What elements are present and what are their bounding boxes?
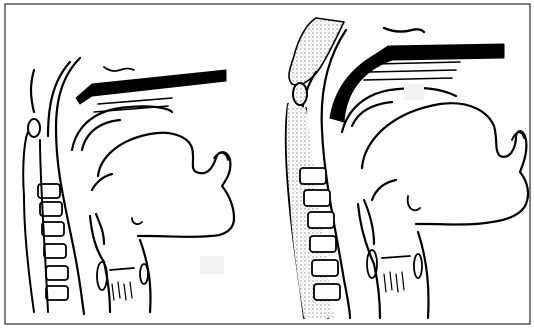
left-cervical-spine — [23, 119, 68, 312]
left-posterior-wall-1 — [31, 70, 34, 112]
right-soft-palate-3 — [364, 78, 452, 80]
left-hyoid — [90, 216, 104, 262]
left-epiglottis — [96, 214, 104, 244]
left-jaw-line — [92, 174, 112, 190]
right-thyroid-mark — [414, 254, 422, 278]
right-panel — [286, 18, 528, 318]
right-soft-palate-2 — [370, 70, 456, 72]
left-panel — [23, 58, 234, 314]
right-skull-base — [289, 18, 344, 85]
left-vocal-fold — [110, 268, 134, 270]
left-ventricle — [97, 262, 107, 290]
left-larynx-front — [140, 240, 151, 312]
right-palate-mark — [384, 28, 424, 32]
right-soft-palate-1 — [376, 62, 460, 64]
right-tongue-dorsum — [342, 88, 456, 132]
right-vocal-fold — [382, 256, 410, 258]
right-trachea-hatch — [384, 272, 404, 292]
left-pharynx-wall — [82, 120, 120, 150]
left-hard-palate — [76, 70, 226, 104]
right-jaw-line — [372, 180, 396, 200]
left-palate-mark — [104, 67, 134, 71]
left-trachea-hatch — [112, 282, 132, 300]
left-thyroid-mark — [140, 264, 148, 284]
right-hyoid — [358, 204, 374, 264]
right-face-profile — [362, 103, 528, 224]
left-soft-palate-1 — [98, 98, 172, 104]
left-jaw-inner — [132, 218, 142, 224]
right-smudge — [404, 84, 424, 100]
right-larynx-front — [418, 232, 429, 318]
right-epiglottis — [364, 200, 374, 244]
left-face-profile — [98, 133, 234, 237]
right-jaw-inner — [408, 196, 420, 210]
left-smudge — [200, 256, 224, 274]
right-ventricle — [367, 250, 377, 278]
